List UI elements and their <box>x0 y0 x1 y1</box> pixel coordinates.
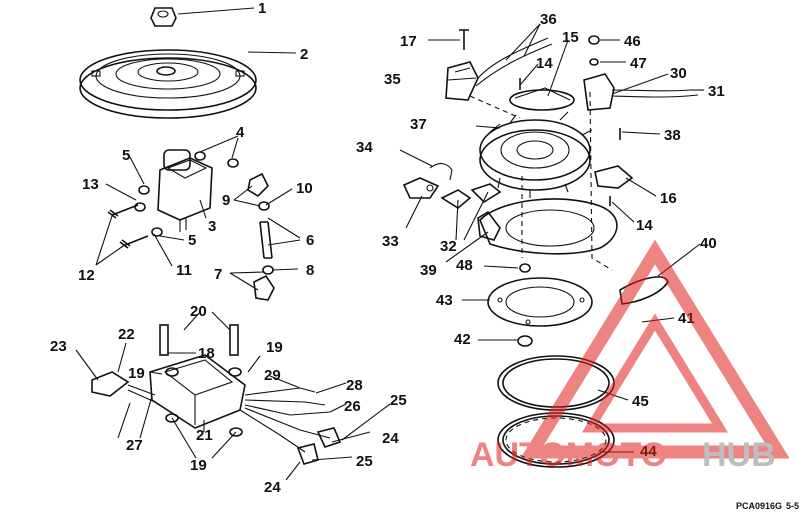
callout-18: 18 <box>198 345 215 362</box>
callout-5-lower: 5 <box>188 232 196 249</box>
callout-13: 13 <box>82 176 99 193</box>
sensor-right <box>583 73 699 111</box>
trigger-bracket <box>594 165 634 189</box>
callout-46: 46 <box>624 33 641 50</box>
callout-39: 39 <box>420 262 437 279</box>
callout-16: 16 <box>660 190 677 207</box>
spark-plug-boot-lower <box>253 274 275 301</box>
alignment-dashes <box>469 91 613 271</box>
callout-34: 34 <box>356 139 373 156</box>
flywheel <box>79 49 257 119</box>
callout-6: 6 <box>306 232 314 249</box>
callout-14-upper: 14 <box>536 55 553 72</box>
callout-31: 31 <box>708 83 725 100</box>
retainer-washer <box>517 263 533 347</box>
page-reference: 5-5 <box>786 501 799 511</box>
callout-15: 15 <box>562 29 579 46</box>
callout-19-left: 19 <box>128 365 145 382</box>
callout-42: 42 <box>454 331 471 348</box>
callout-12: 12 <box>78 267 95 284</box>
timer-base-clip <box>402 162 453 199</box>
callout-40: 40 <box>700 235 717 252</box>
sensor-left <box>445 37 553 101</box>
callout-20: 20 <box>190 303 207 320</box>
callout-25-top: 25 <box>390 392 407 409</box>
spark-plug-spring <box>258 201 274 275</box>
callout-24-right: 24 <box>382 430 399 447</box>
callout-26: 26 <box>344 398 361 415</box>
coil-screws <box>107 202 149 249</box>
callout-14-lower: 14 <box>636 217 653 234</box>
callout-5-upper: 5 <box>122 147 130 164</box>
watermark-text-right: HUB <box>702 436 776 474</box>
callout-47: 47 <box>630 55 647 72</box>
callout-10: 10 <box>296 180 313 197</box>
callout-23: 23 <box>50 338 67 355</box>
callout-48: 48 <box>456 257 473 274</box>
flywheel-nut <box>150 7 177 27</box>
callout-37: 37 <box>410 116 427 133</box>
stator-base <box>479 111 593 198</box>
callout-8: 8 <box>306 262 314 279</box>
callout-29: 29 <box>264 367 281 384</box>
spark-plug-boot-upper <box>247 172 269 198</box>
callout-9: 9 <box>222 192 230 209</box>
power-pack-connector <box>91 371 156 403</box>
automotohub-watermark: AUTOMOTO HUB <box>470 239 790 474</box>
callout-2: 2 <box>300 46 308 63</box>
callout-4: 4 <box>236 124 245 141</box>
callout-labels: 1 2 3 4 5 5 6 7 8 9 10 11 12 13 14 14 15… <box>50 0 725 496</box>
callout-33: 33 <box>382 233 399 250</box>
callout-24-bottom: 24 <box>264 479 281 496</box>
power-pack-wires <box>239 387 342 465</box>
callout-19-bottom: 19 <box>190 457 207 474</box>
callout-11: 11 <box>176 262 192 279</box>
figure-code: PCA0916G <box>736 501 782 511</box>
callout-3: 3 <box>208 218 216 235</box>
callout-25-bottom: 25 <box>356 453 373 470</box>
ignition-coil <box>157 149 213 232</box>
retainer-clips <box>440 183 502 209</box>
callout-19-right: 19 <box>266 339 283 356</box>
screws-small <box>459 29 621 206</box>
callout-22: 22 <box>118 326 135 343</box>
callout-32: 32 <box>440 238 457 255</box>
callout-21: 21 <box>196 427 213 444</box>
callout-1: 1 <box>258 0 266 17</box>
callout-45: 45 <box>632 393 649 410</box>
power-pack <box>149 324 246 437</box>
support-plate-43 <box>487 277 593 327</box>
triangle-logo-icon <box>520 239 790 459</box>
callout-30: 30 <box>670 65 687 82</box>
callout-38: 38 <box>664 127 681 144</box>
callout-35: 35 <box>384 71 401 88</box>
watermark-text-left: AUTOMOTO <box>470 436 667 474</box>
callout-43: 43 <box>436 292 453 309</box>
callout-27: 27 <box>126 437 143 454</box>
timer-base-plate <box>477 198 618 255</box>
callout-7: 7 <box>214 266 222 283</box>
stator-upper-plate <box>509 87 575 111</box>
callout-36: 36 <box>540 11 557 28</box>
callout-17: 17 <box>400 33 417 50</box>
callout-28: 28 <box>346 377 363 394</box>
